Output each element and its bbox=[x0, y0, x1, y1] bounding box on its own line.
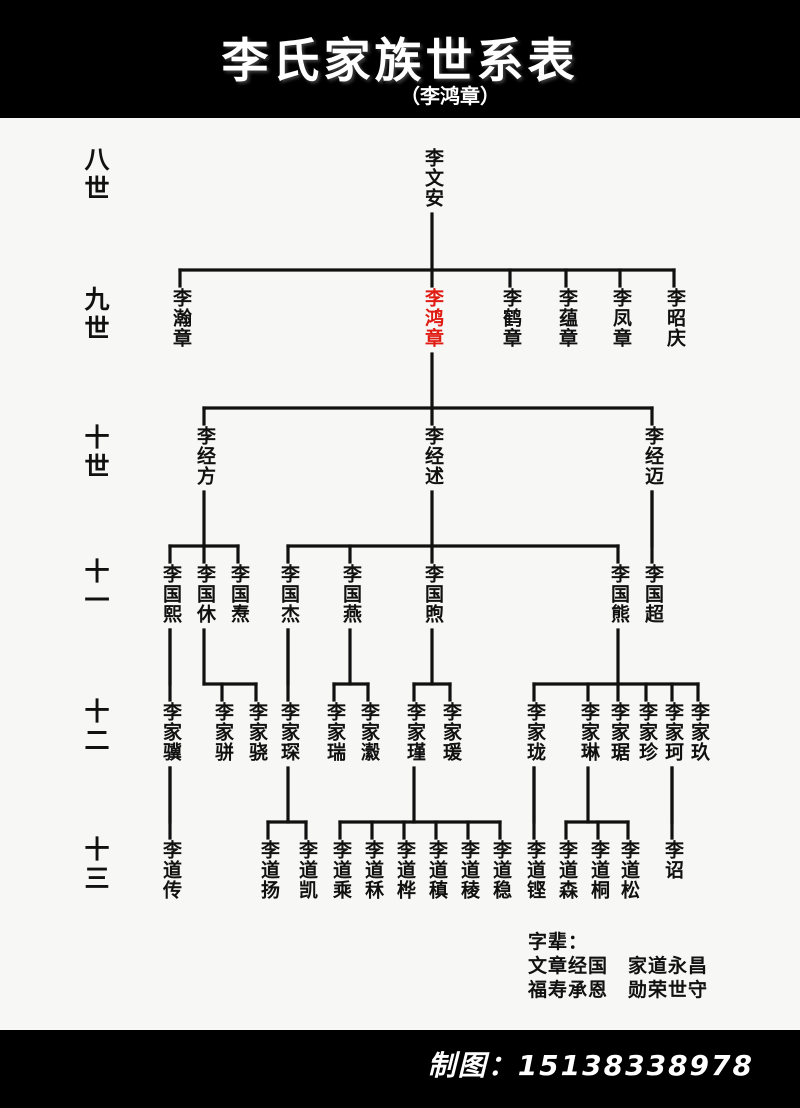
generation-label-gen-11: 十一 bbox=[81, 558, 110, 616]
credit-text: 制图：15138338978 bbox=[427, 1049, 754, 1082]
generation-poem-title: 字辈： bbox=[528, 931, 589, 953]
page-subtitle: （李鸿章） bbox=[400, 84, 500, 108]
person-node[interactable]: 李家玖 bbox=[688, 702, 710, 762]
person-node[interactable]: 李家骈 bbox=[212, 702, 234, 762]
person-node[interactable]: 李昭庆 bbox=[664, 288, 686, 348]
person-node[interactable]: 李家琳 bbox=[578, 702, 600, 762]
header-band: 李氏家族世系表 （李鸿章） bbox=[0, 0, 800, 118]
generation-label-gen-9: 九世 bbox=[81, 286, 110, 344]
person-node[interactable]: 李国燕 bbox=[340, 564, 362, 624]
person-node[interactable]: 李家琚 bbox=[608, 702, 630, 762]
generation-label-gen-12: 十二 bbox=[81, 698, 110, 756]
person-node[interactable]: 李道乘 bbox=[330, 840, 352, 900]
tree-connector-lines bbox=[168, 212, 700, 840]
person-node[interactable]: 李家瑗 bbox=[440, 702, 462, 762]
person-node[interactable]: 李家瑞 bbox=[324, 702, 346, 762]
person-node[interactable]: 李国熊 bbox=[608, 564, 630, 624]
person-node[interactable]: 李道松 bbox=[618, 840, 640, 900]
page-title: 李氏家族世系表 bbox=[221, 34, 579, 89]
person-node[interactable]: 李家瀫 bbox=[358, 702, 380, 762]
person-node[interactable]: 李道稳 bbox=[490, 840, 512, 900]
person-node[interactable]: 李家珑 bbox=[524, 702, 546, 762]
person-node[interactable]: 李经迈 bbox=[642, 426, 664, 486]
person-node[interactable]: 李家珍 bbox=[636, 702, 658, 762]
generation-label-gen-8: 八世 bbox=[81, 146, 110, 204]
person-node[interactable]: 李家珂 bbox=[662, 702, 684, 762]
person-node[interactable]: 李经方 bbox=[194, 426, 216, 486]
person-node[interactable]: 李国超 bbox=[642, 564, 664, 624]
person-node[interactable]: 李文安 bbox=[422, 148, 444, 208]
person-node[interactable]: 李凤章 bbox=[610, 288, 632, 348]
generation-label-gen-13: 十三 bbox=[81, 836, 110, 894]
generation-poem-line-2: 福寿承恩 勋荣世守 bbox=[528, 979, 709, 1001]
person-node[interactable]: 李家琛 bbox=[278, 702, 300, 762]
person-node[interactable]: 李家骁 bbox=[246, 702, 268, 762]
person-node[interactable]: 李道铿 bbox=[524, 840, 546, 900]
person-node[interactable]: 李国休 bbox=[194, 564, 216, 624]
person-node[interactable]: 李道森 bbox=[556, 840, 578, 900]
person-node[interactable]: 李道扬 bbox=[258, 840, 280, 900]
person-node[interactable]: 李道桦 bbox=[394, 840, 416, 900]
generation-label-gen-10: 十世 bbox=[81, 424, 110, 482]
footer-band: 制图：15138338978 bbox=[0, 1030, 800, 1108]
person-node[interactable]: 李家瑾 bbox=[404, 702, 426, 762]
person-node[interactable]: 李经述 bbox=[422, 426, 444, 486]
person-node[interactable]: 李鸿章 bbox=[422, 288, 444, 348]
person-node[interactable]: 李道传 bbox=[160, 840, 182, 900]
person-node[interactable]: 李国焘 bbox=[228, 564, 250, 624]
person-node[interactable]: 李诏 bbox=[662, 840, 684, 880]
person-node[interactable]: 李家骥 bbox=[160, 702, 182, 762]
person-node[interactable]: 李鹤章 bbox=[500, 288, 522, 348]
person-node[interactable]: 李国熙 bbox=[160, 564, 182, 624]
person-node[interactable]: 李道稜 bbox=[458, 840, 480, 900]
generation-poem-block: 字辈： 文章经国 家道永昌 福寿承恩 勋荣世守 bbox=[528, 930, 708, 1002]
person-node[interactable]: 李蕴章 bbox=[556, 288, 578, 348]
person-node[interactable]: 李瀚章 bbox=[170, 288, 192, 348]
person-node[interactable]: 李道秝 bbox=[362, 840, 384, 900]
person-node[interactable]: 李道稹 bbox=[426, 840, 448, 900]
person-node[interactable]: 李道桐 bbox=[588, 840, 610, 900]
person-node[interactable]: 李道凯 bbox=[296, 840, 318, 900]
generation-poem-line-1: 文章经国 家道永昌 bbox=[528, 955, 709, 977]
person-node[interactable]: 李国煦 bbox=[422, 564, 444, 624]
person-node[interactable]: 李国杰 bbox=[278, 564, 300, 624]
family-tree-chart: 八世九世十世十一十二十三 李文安李瀚章 李鸿章 李鹤章 李蕴章 李凤章 李昭庆李经方 李经述… bbox=[0, 118, 800, 1030]
